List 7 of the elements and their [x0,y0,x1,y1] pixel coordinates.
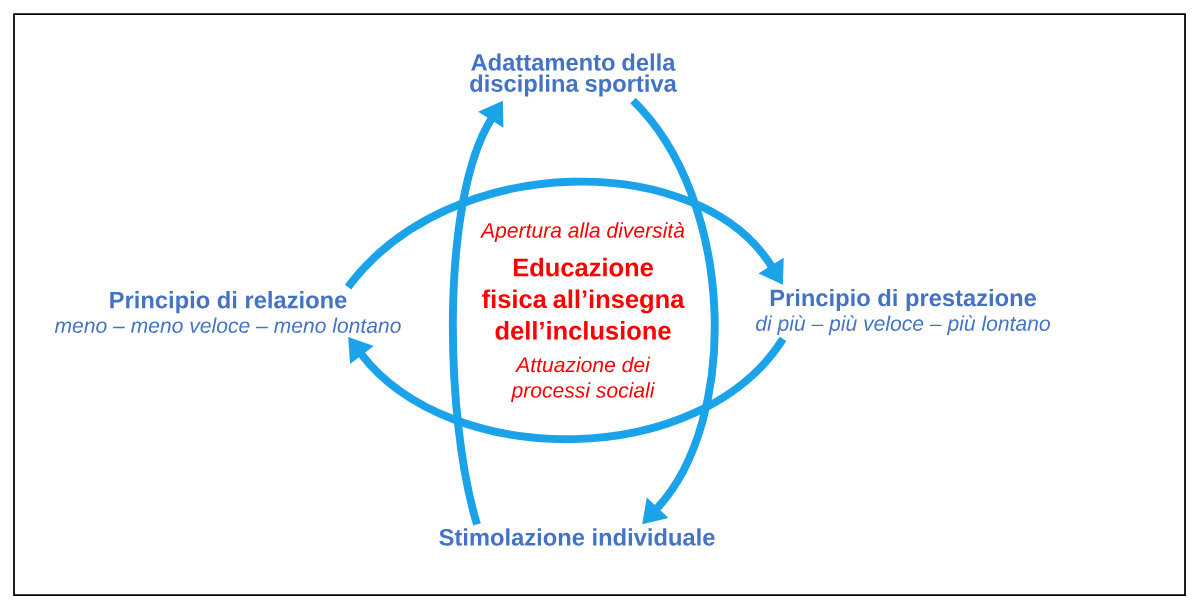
concept-label: Adattamento della disciplina sportiva [470,53,677,97]
concept-label: Stimolazione individuale [439,528,715,546]
central-concept: Apertura alla diversità Educazione fisica all’insegna dell’inclusione Attuazione dei processi sociali [480,222,685,402]
concept-label: Principio di prestazione di più – più veloce – più lontano [756,288,1050,336]
concept-label: Principio di relazione meno – meno veloce – meno lontano [54,291,401,333]
arrow [348,336,787,444]
arrow [345,177,784,290]
